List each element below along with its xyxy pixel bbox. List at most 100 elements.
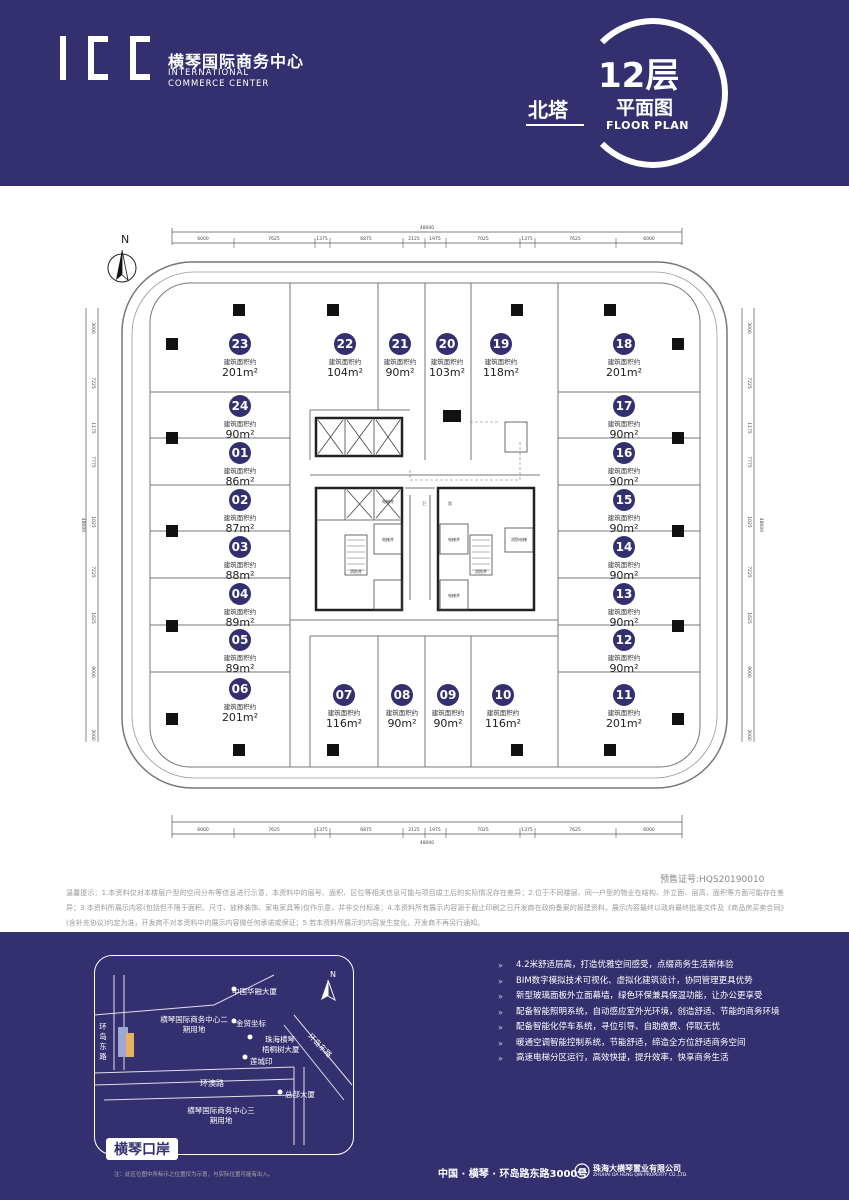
dimension-label: 1975 <box>429 236 441 242</box>
dimension-label: 6000 <box>643 236 655 242</box>
map-label-port: 横琴口岸 <box>106 1138 178 1160</box>
core-label-restroom: 男 <box>448 501 452 506</box>
map-north-arrow-icon <box>321 980 336 1002</box>
dimension-label: 7775 <box>90 456 96 468</box>
dimension-label: 7225 <box>90 377 96 389</box>
developer-logo-icon <box>574 1163 590 1179</box>
dimension-label: 2125 <box>408 827 420 833</box>
dimension-label: 2125 <box>408 236 420 242</box>
core-label-restroom: 卫 <box>422 501 426 506</box>
brand-title-en-2: COMMERCE CENTER <box>168 79 270 89</box>
map-label-jinmao: 金贸坐标 <box>236 1019 266 1028</box>
north-arrow-icon <box>107 249 137 283</box>
dimension-label: 6000 <box>643 827 655 833</box>
dimension-label: 7775 <box>746 456 752 468</box>
feature-item: »高速电梯分区运行，高效快捷，提升效率，快享商务生活 <box>498 1051 780 1067</box>
plan-title-cn: 平面图 <box>616 97 674 119</box>
dimension-label: 6875 <box>360 236 372 242</box>
map-road-left: 环岛东路 <box>99 1022 107 1061</box>
floor-badge-ring <box>578 18 728 168</box>
dimension-label: 1625 <box>90 612 96 624</box>
map-label-haoao-road: 环澳路 <box>200 1079 224 1088</box>
developer-name-cn: 珠海大横琴置业有限公司 <box>593 1164 681 1173</box>
north-label: N <box>121 233 129 246</box>
arrow-icon: » <box>498 1007 503 1017</box>
icc-logo-icon <box>60 36 150 80</box>
core-label-elevator: 电梯井 <box>448 592 460 598</box>
address: 中国 · 横琴 · 环岛路东路3000号 <box>438 1169 588 1180</box>
arrow-icon: » <box>498 1038 503 1048</box>
dimension-label: 3000 <box>90 322 96 334</box>
header-band: 横琴国际商务中心 INTERNATIONAL COMMERCE CENTER 1… <box>0 0 849 186</box>
tower-name: 北塔 <box>528 98 568 122</box>
dim-overall-top: 48000 <box>420 225 434 231</box>
map-label-phase2: 横琴国际商务中心二期用地 <box>160 1015 228 1034</box>
tower-underline <box>526 124 584 126</box>
core-label-stair: 消防井 <box>475 568 487 574</box>
dimension-label: 3000 <box>90 729 96 741</box>
arrow-icon: » <box>498 1023 503 1032</box>
dimension-label: 7225 <box>746 566 752 578</box>
feature-item: »配备智能化停车系统，寻位引导、自助缴费、停取无忧 <box>498 1020 780 1036</box>
developer-name-en: ZHUHAI DA HENG QIN PROPERTY CO.,LTD. <box>593 1173 688 1178</box>
dimension-label: 3000 <box>746 729 752 741</box>
feature-item: »4.2米舒适层高，打造优雅空间感受，点缀商务生活新体验 <box>498 958 780 974</box>
core-label-elevator: 电梯井 <box>382 498 394 504</box>
map-label-finance: 中国华融大厦 <box>232 987 277 996</box>
dimension-label: 7025 <box>477 236 489 242</box>
core-label-stair: 消防井 <box>350 568 362 574</box>
arrow-icon: » <box>498 976 503 986</box>
dimension-label: 3000 <box>746 322 752 334</box>
dimension-label: 1175 <box>746 422 752 434</box>
map-label-hq: 总部大厦 <box>285 1090 315 1099</box>
map-label-lianhua: 莲城印 <box>250 1057 273 1066</box>
dimension-label: 7625 <box>268 827 280 833</box>
dimension-label: 7025 <box>477 827 489 833</box>
floor-number: 12层 <box>598 56 680 96</box>
brand-title-en-1: INTERNATIONAL <box>168 68 250 78</box>
map-roads <box>94 974 353 1145</box>
map-label-zhuhai: 珠海横琴 <box>265 1035 295 1044</box>
features-list: »4.2米舒适层高，打造优雅空间感受，点缀商务生活新体验 »BIM数字模拟技术可… <box>498 958 780 1067</box>
arrow-icon: » <box>498 992 503 1001</box>
dim-overall-right: 48000 <box>758 518 764 532</box>
dimension-label: 9000 <box>90 666 96 678</box>
dimension-label: 9000 <box>746 666 752 678</box>
core-label-elevator: 电梯井 <box>382 536 394 542</box>
feature-item: »暖通空调智能控制系统，节能舒适，缔造全方位舒适商务空间 <box>498 1036 780 1052</box>
core-label-fire-elevator: 消防电梯 <box>511 536 527 542</box>
dimension-label: 1025 <box>746 516 752 528</box>
building-icon <box>118 1027 134 1057</box>
map-label-tower: 梧桐树大厦 <box>262 1045 300 1054</box>
disclaimer-text: 温馨提示：1.本资料仅对本楼层户型的空间分布等信息进行示意，本资料中的层号、面积… <box>66 889 784 927</box>
dimension-label: 1375 <box>316 827 328 833</box>
floor-plan: N 48000 6000 7625 1375 6875 2125 1975 7025 1375… <box>80 225 764 846</box>
core-label-elevator: 电梯井 <box>448 536 460 542</box>
dimension-label: 7625 <box>569 827 581 833</box>
dimension-label: 1175 <box>90 422 96 434</box>
dimension-label: 1375 <box>521 236 533 242</box>
dimension-label: 7225 <box>90 566 96 578</box>
dimension-label: 1375 <box>316 236 328 242</box>
presale-license: 预售证号:HQS20190010 <box>660 875 765 885</box>
map-note: 注：此区位图中所标示之位置仅为示意，与实际位置可能有出入。 <box>114 1172 274 1178</box>
